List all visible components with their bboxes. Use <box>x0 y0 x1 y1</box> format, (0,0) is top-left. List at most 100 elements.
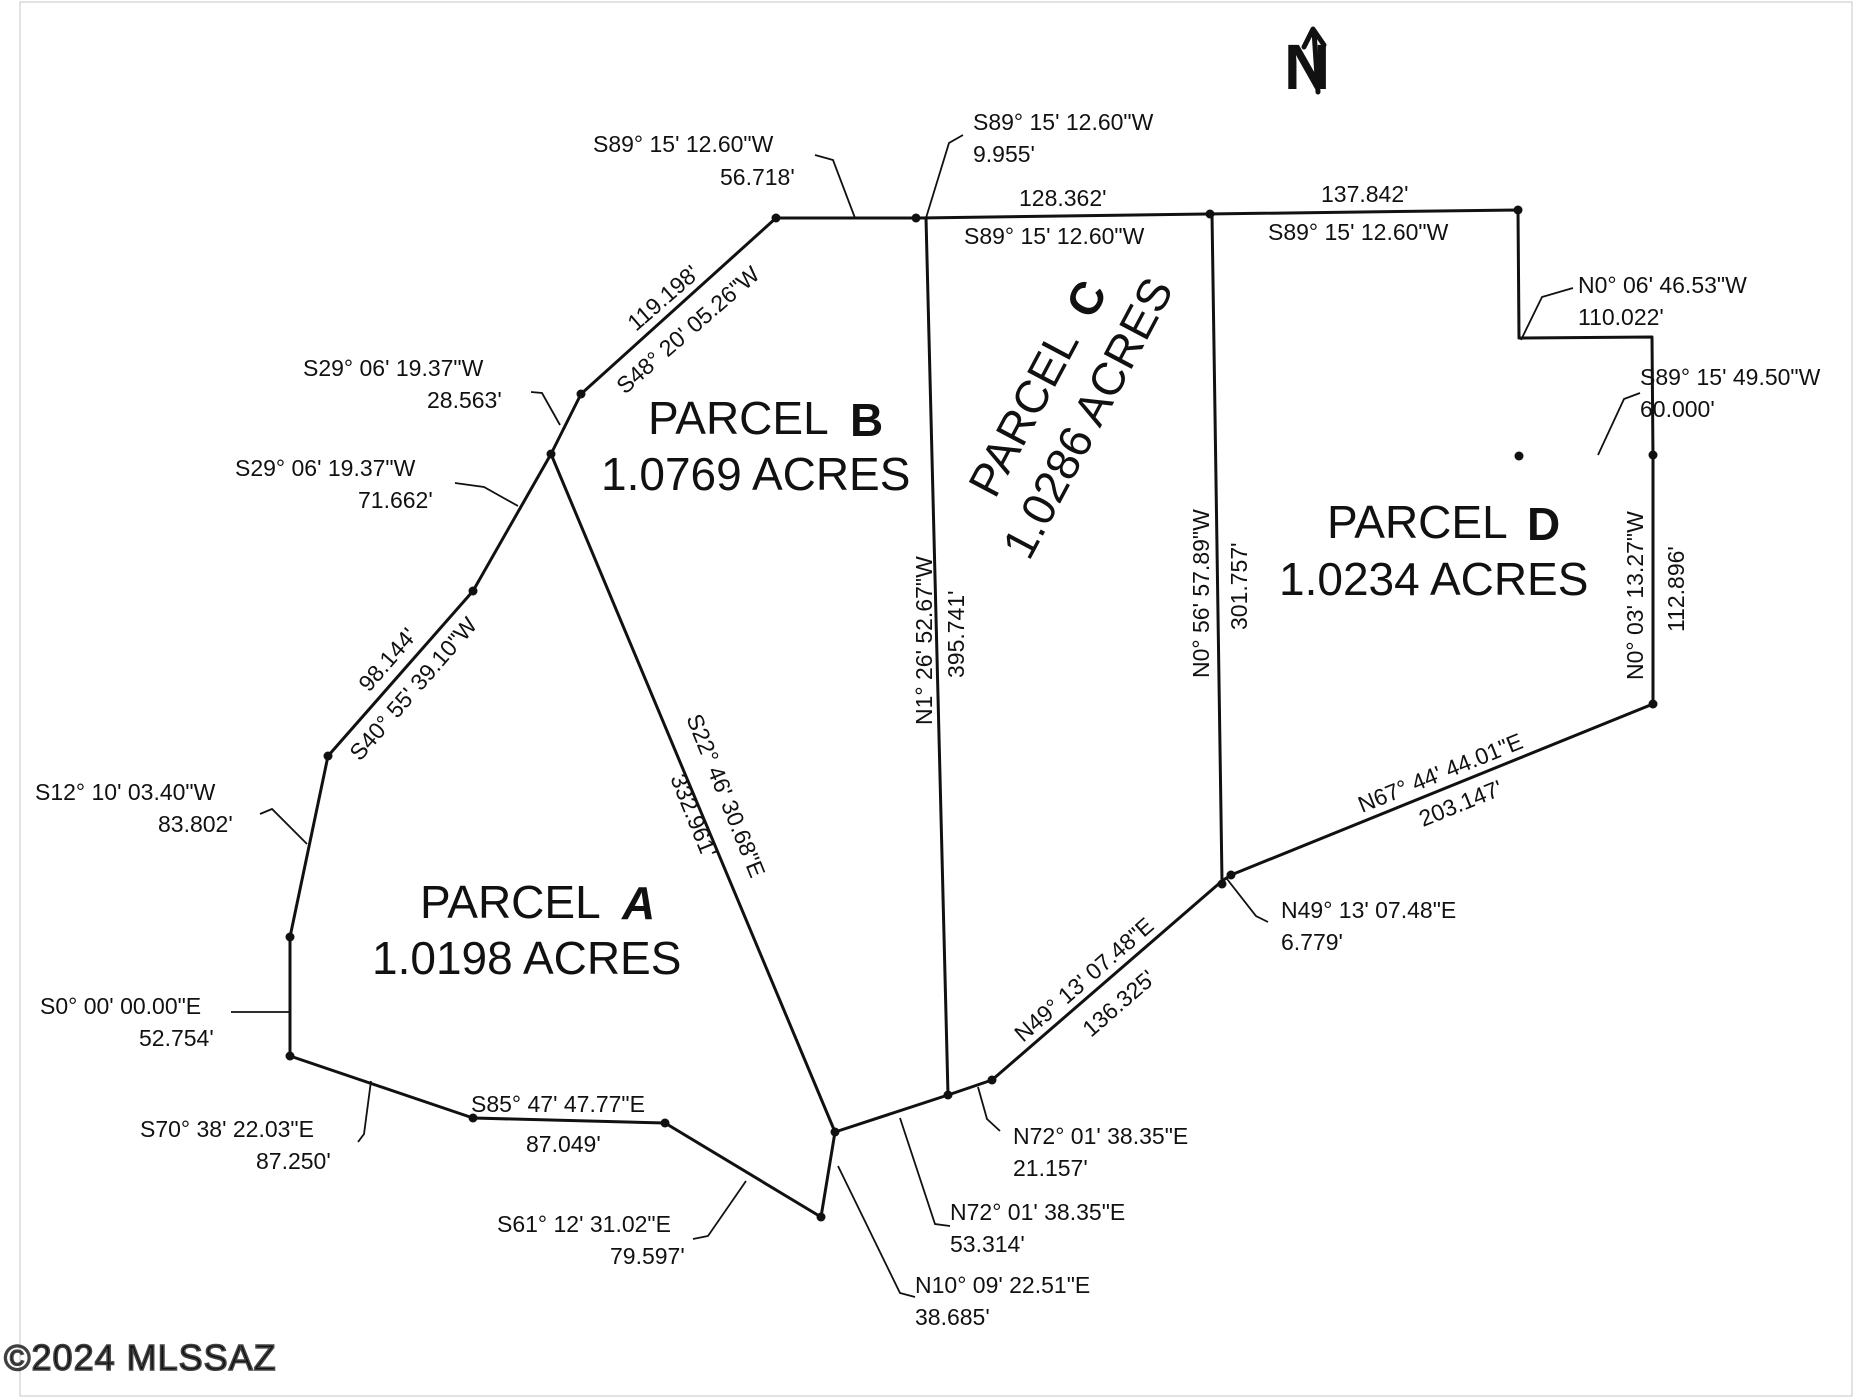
exterior-boundary <box>288 208 1655 1219</box>
parcel-acreage: 1.0198 ACRES <box>372 932 681 984</box>
corner-point <box>660 1118 670 1128</box>
bearing-label: N0° 06' 46.53"W <box>1578 272 1747 298</box>
corner-point <box>1226 870 1236 880</box>
bearing-label: S89° 15' 12.60"W <box>1268 219 1449 245</box>
parcel-acreage: 1.0769 ACRES <box>601 448 910 500</box>
distance-label: 6.779' <box>1281 929 1343 955</box>
corner-point <box>1205 209 1215 219</box>
bearing-label: S89° 15' 12.60"W <box>964 223 1145 249</box>
bearing-label: S29° 06' 19.37"W <box>235 455 416 481</box>
parcel-label-d: PARCEL D 1.0234 ACRES <box>1279 496 1588 605</box>
leader-line <box>1597 392 1641 456</box>
leader-line <box>837 1165 916 1298</box>
bearing-label: S89° 15' 12.60"W <box>593 131 774 157</box>
bearing-label: N0° 03' 13.27"W <box>1622 511 1648 680</box>
bearing-label: S89° 15' 12.60"W <box>973 109 1154 135</box>
leader-line <box>1226 878 1269 923</box>
corner-point <box>1513 205 1523 215</box>
north-arrow: N <box>1284 26 1330 103</box>
distance-label: 60.000' <box>1640 396 1715 422</box>
corner-point <box>830 1127 840 1137</box>
corner-point <box>911 213 921 223</box>
distance-label: 9.955' <box>973 141 1035 167</box>
leader-line <box>692 1180 747 1240</box>
line-c-d-divider <box>1210 213 1224 882</box>
distance-label: 83.802' <box>158 811 233 837</box>
distance-label: 112.896' <box>1663 546 1689 632</box>
leader-line <box>357 1080 372 1143</box>
leader-line <box>814 154 856 219</box>
distance-label: 110.022' <box>1578 304 1664 330</box>
distance-label: 395.741' <box>943 590 969 678</box>
distance-label: 28.563' <box>427 387 502 413</box>
leader-line <box>899 1117 951 1227</box>
leader-lines <box>231 134 1641 1298</box>
corner-point <box>987 1075 997 1085</box>
corner-point <box>1217 879 1227 889</box>
line-b-a-divider <box>549 453 837 1133</box>
corner-point <box>816 1212 826 1222</box>
distance-label: 56.718' <box>720 164 795 190</box>
corner-point <box>771 213 781 223</box>
corner-point <box>285 932 295 942</box>
distance-label: 128.362' <box>1019 185 1107 211</box>
parcel-letter: B <box>850 394 883 446</box>
parcel-boundaries <box>288 208 1655 1219</box>
parcel-letter: A <box>621 877 655 929</box>
drawing-frame <box>19 1 1853 1397</box>
distance-label: 87.049' <box>526 1131 601 1157</box>
bearing-label: N72° 01' 38.35"E <box>1013 1123 1188 1149</box>
leader-line <box>1520 287 1574 341</box>
bearing-label: S85° 47' 47.77"E <box>471 1091 645 1117</box>
distance-label: 79.597' <box>610 1243 685 1269</box>
parcel-name: PARCEL <box>1327 496 1508 548</box>
bearing-label: N49° 13' 07.48"E <box>1281 897 1456 923</box>
parcel-name: PARCEL <box>420 876 601 928</box>
bearing-label: S29° 06' 19.37"W <box>303 355 484 381</box>
leader-line <box>259 807 308 845</box>
corner-point <box>943 1090 953 1100</box>
bearing-label: S0° 00' 00.00"E <box>40 993 201 1019</box>
distance-label: 38.685' <box>915 1304 990 1330</box>
corner-point <box>285 1051 295 1061</box>
bearing-label: N10° 09' 22.51"E <box>915 1272 1090 1298</box>
parcel-label-a: PARCEL A 1.0198 ACRES <box>372 876 681 984</box>
parcel-letter: C <box>1055 272 1117 326</box>
leader-line <box>454 482 519 507</box>
corner-point <box>468 1113 478 1123</box>
bearing-label: S70° 38' 22.03"E <box>140 1116 314 1142</box>
distance-label: 137.842' <box>1321 181 1409 207</box>
copyright-watermark: ©2024 MLSSAZ <box>4 1337 277 1378</box>
distance-label: 87.250' <box>256 1148 331 1174</box>
bearing-label: S89° 15' 49.50"W <box>1640 364 1821 390</box>
bearing-label: N1° 26' 52.67"W <box>911 556 937 725</box>
bearing-label: N0° 56' 57.89"W <box>1188 509 1214 678</box>
corner-point <box>323 751 333 761</box>
corner-point <box>1648 699 1658 709</box>
parcel-letter: D <box>1527 498 1560 550</box>
corner-point <box>468 586 478 596</box>
distance-label: 53.314' <box>950 1231 1025 1257</box>
distance-label: 301.757' <box>1226 542 1252 630</box>
north-arrow-icon <box>1301 26 1327 95</box>
corner-points <box>285 205 1658 1222</box>
leader-line <box>925 134 964 219</box>
leader-line <box>530 391 561 426</box>
bearing-label: S61° 12' 31.02"E <box>497 1211 671 1237</box>
distance-label: 21.157' <box>1013 1155 1088 1181</box>
bearing-label: N72° 01' 38.35"E <box>950 1199 1125 1225</box>
distance-label: 71.662' <box>358 487 433 513</box>
corner-point <box>546 449 556 459</box>
corner-point <box>1514 451 1524 461</box>
leader-line <box>977 1086 1001 1132</box>
parcel-label-b: PARCEL B 1.0769 ACRES <box>601 392 910 500</box>
corner-point <box>1648 450 1658 460</box>
parcel-acreage: 1.0234 ACRES <box>1279 553 1588 605</box>
parcel-label-c: PARCEL C 1.0286 ACRES <box>958 269 1183 567</box>
parcel-name: PARCEL <box>648 392 829 444</box>
corner-point <box>576 389 586 399</box>
bearing-label: S12° 10' 03.40"W <box>35 779 216 805</box>
distance-label: 52.754' <box>139 1025 214 1051</box>
line-b-c-divider <box>924 217 950 1096</box>
